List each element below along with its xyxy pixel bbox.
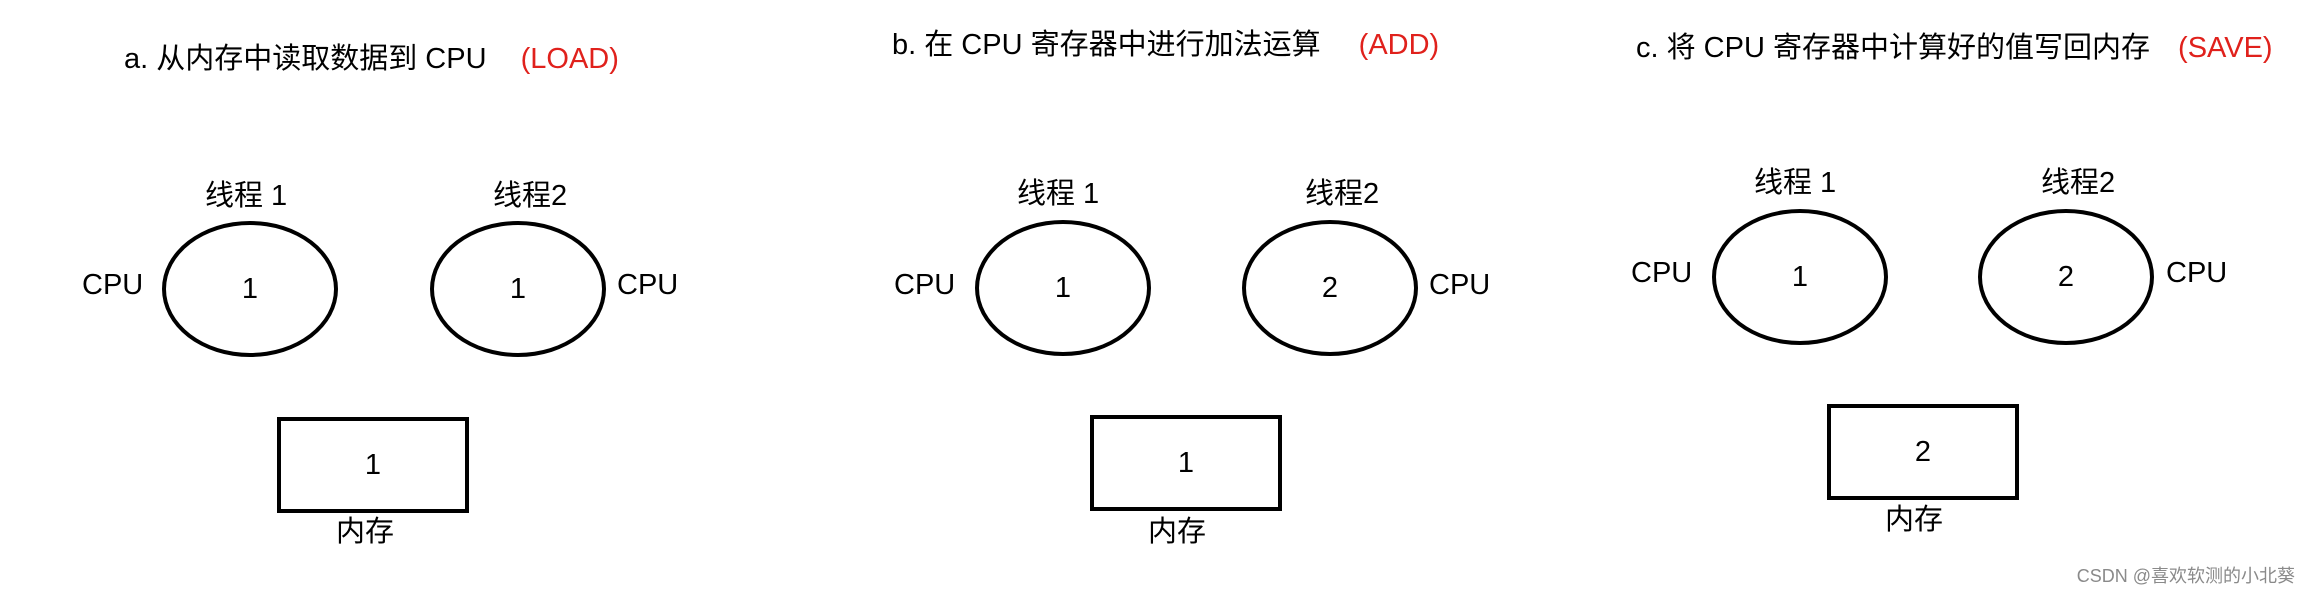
cpu-left-label: CPU: [82, 269, 144, 301]
cpu-right-label: CPU: [617, 269, 679, 301]
step-description: 将 CPU 寄存器中计算好的值写回内存: [1666, 32, 2150, 64]
memory-value: 1: [364, 448, 382, 481]
thread1-register-oval: 1: [162, 221, 338, 357]
thread2-label: 线程2: [493, 180, 568, 212]
operation-tag: (SAVE): [2178, 32, 2273, 64]
panel-heading: b. 在 CPU 寄存器中进行加法运算 (ADD): [892, 28, 1439, 62]
memory-label: 内存: [1885, 504, 1944, 536]
thread1-register-value: 1: [241, 272, 259, 305]
panel-heading: c. 将 CPU 寄存器中计算好的值写回内存 (SAVE): [1636, 31, 2273, 65]
step-description: 从内存中读取数据到 CPU: [156, 43, 487, 75]
memory-value: 2: [1914, 435, 1932, 468]
cpu-right-label: CPU: [2166, 257, 2228, 289]
thread2-register-oval: 1: [430, 221, 606, 357]
thread2-register-oval: 2: [1978, 209, 2154, 345]
thread2-register-value: 1: [509, 272, 527, 305]
memory-label: 内存: [1148, 516, 1207, 548]
thread2-register-value: 2: [1321, 271, 1339, 304]
step-letter: b.: [892, 29, 917, 61]
step-letter: a.: [124, 43, 149, 75]
thread1-label: 线程 1: [1754, 167, 1837, 199]
step-letter: c.: [1636, 32, 1659, 64]
cpu-left-label: CPU: [1631, 257, 1693, 289]
thread1-register-oval: 1: [1712, 209, 1888, 345]
thread1-label: 线程 1: [1017, 178, 1100, 210]
memory-box: 1: [277, 417, 469, 513]
thread2-label: 线程2: [1305, 178, 1380, 210]
panel-heading: a. 从内存中读取数据到 CPU (LOAD): [124, 42, 619, 76]
thread1-register-value: 1: [1054, 271, 1072, 304]
memory-box: 2: [1827, 404, 2019, 500]
thread1-register-value: 1: [1791, 260, 1809, 293]
cpu-left-label: CPU: [894, 269, 956, 301]
thread2-register-value: 2: [2057, 260, 2075, 293]
thread1-register-oval: 1: [975, 220, 1151, 356]
operation-tag: (LOAD): [520, 43, 619, 75]
memory-value: 1: [1177, 446, 1195, 479]
thread2-label: 线程2: [2041, 167, 2116, 199]
csdn-watermark: CSDN @喜欢软测的小北葵: [2076, 566, 2295, 586]
memory-box: 1: [1090, 415, 1282, 511]
memory-label: 内存: [336, 516, 395, 548]
thread2-register-oval: 2: [1242, 220, 1418, 356]
cpu-right-label: CPU: [1429, 269, 1491, 301]
operation-tag: (ADD): [1358, 29, 1440, 61]
step-description: 在 CPU 寄存器中进行加法运算: [924, 29, 1321, 61]
thread1-label: 线程 1: [205, 180, 288, 212]
